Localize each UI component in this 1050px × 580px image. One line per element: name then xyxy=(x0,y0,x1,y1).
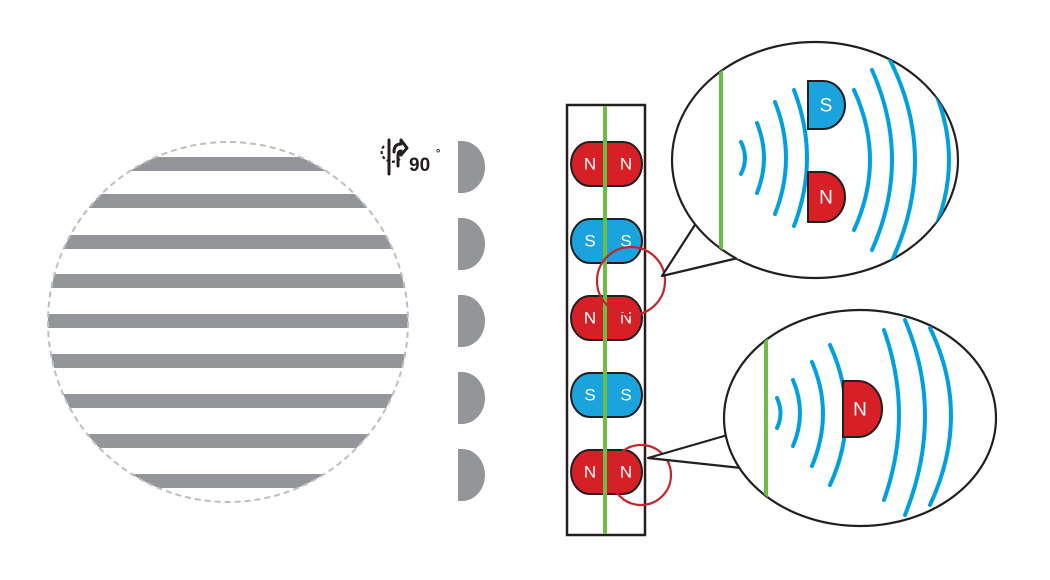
svg-text:90: 90 xyxy=(409,155,430,176)
north-magnet xyxy=(570,295,606,341)
zoom-label-north-lower: N xyxy=(853,400,867,421)
field-wave xyxy=(792,88,809,228)
grey-half-dome xyxy=(458,141,485,193)
north-magnet xyxy=(605,141,643,187)
disc-stripe xyxy=(48,354,408,368)
field-wave xyxy=(870,68,894,252)
magnet-pair: N N xyxy=(570,141,643,187)
field-wave xyxy=(928,326,953,507)
disc-outline xyxy=(47,141,409,503)
rotation-unit: ° xyxy=(436,148,440,160)
highlight-circle-upper xyxy=(595,245,667,317)
grey-magnet-column xyxy=(458,141,485,501)
magnet-label: S xyxy=(584,386,595,405)
field-wave xyxy=(852,88,872,232)
highlight-circle-lower xyxy=(609,443,673,507)
disc-stripe xyxy=(48,274,408,288)
field-wave xyxy=(882,328,901,502)
disc-stripe xyxy=(48,394,408,408)
zoom-label-south: S xyxy=(820,96,833,117)
magnet-label: S xyxy=(620,232,631,251)
disc-stripe xyxy=(48,314,408,328)
magnet-label: N xyxy=(584,155,596,174)
magnet-label: N xyxy=(584,309,596,328)
callout-pointer-upper xyxy=(660,216,739,278)
wave-group-lower xyxy=(764,318,953,520)
north-magnet-zoom xyxy=(807,171,846,223)
field-wave xyxy=(773,100,788,216)
disc-stripe xyxy=(48,474,408,488)
north-magnet-zoom xyxy=(842,380,883,438)
magnet-label: N xyxy=(620,309,632,328)
south-magnet xyxy=(570,372,606,418)
field-wave xyxy=(888,58,917,267)
callout-bubble-upper xyxy=(670,40,960,280)
north-magnet xyxy=(605,295,643,341)
field-wave xyxy=(775,396,783,430)
magnet-label: S xyxy=(620,386,631,405)
field-wave xyxy=(810,360,825,468)
grey-half-dome xyxy=(458,372,485,424)
zoom-label-north: N xyxy=(819,188,833,209)
striped-disc xyxy=(47,141,409,503)
disc-stripe xyxy=(48,194,408,208)
field-wave xyxy=(755,121,766,195)
south-magnet-zoom xyxy=(807,80,846,130)
grey-half-dome xyxy=(458,218,485,270)
rotation-indicator: 90 ° xyxy=(380,138,440,176)
north-magnet xyxy=(570,449,606,495)
disc-stripes xyxy=(48,157,408,488)
callout-lower: N xyxy=(646,308,998,528)
magnet-pair: N N xyxy=(570,295,643,341)
north-magnet xyxy=(570,141,606,187)
magnet-label: N xyxy=(620,463,632,482)
south-magnet xyxy=(605,372,643,418)
grey-half-dome xyxy=(458,449,485,501)
magnet-column: N N S S N N S S N N xyxy=(565,103,673,537)
magnet-label: N xyxy=(620,155,632,174)
disc-stripe xyxy=(48,434,408,448)
south-magnet xyxy=(570,218,606,264)
callout-upper: S N xyxy=(660,40,960,280)
rotation-value: 90 xyxy=(409,155,430,176)
field-wave xyxy=(903,318,927,517)
magnet-pair: S S xyxy=(570,372,643,418)
magnet-column-frame xyxy=(565,103,647,537)
magnet-label: N xyxy=(584,463,596,482)
disc-stripe xyxy=(48,235,408,249)
field-wave xyxy=(791,378,802,448)
grey-half-dome xyxy=(458,295,485,347)
magnet-label: S xyxy=(584,232,595,251)
field-wave xyxy=(739,140,747,176)
disc-stripe xyxy=(48,157,408,171)
